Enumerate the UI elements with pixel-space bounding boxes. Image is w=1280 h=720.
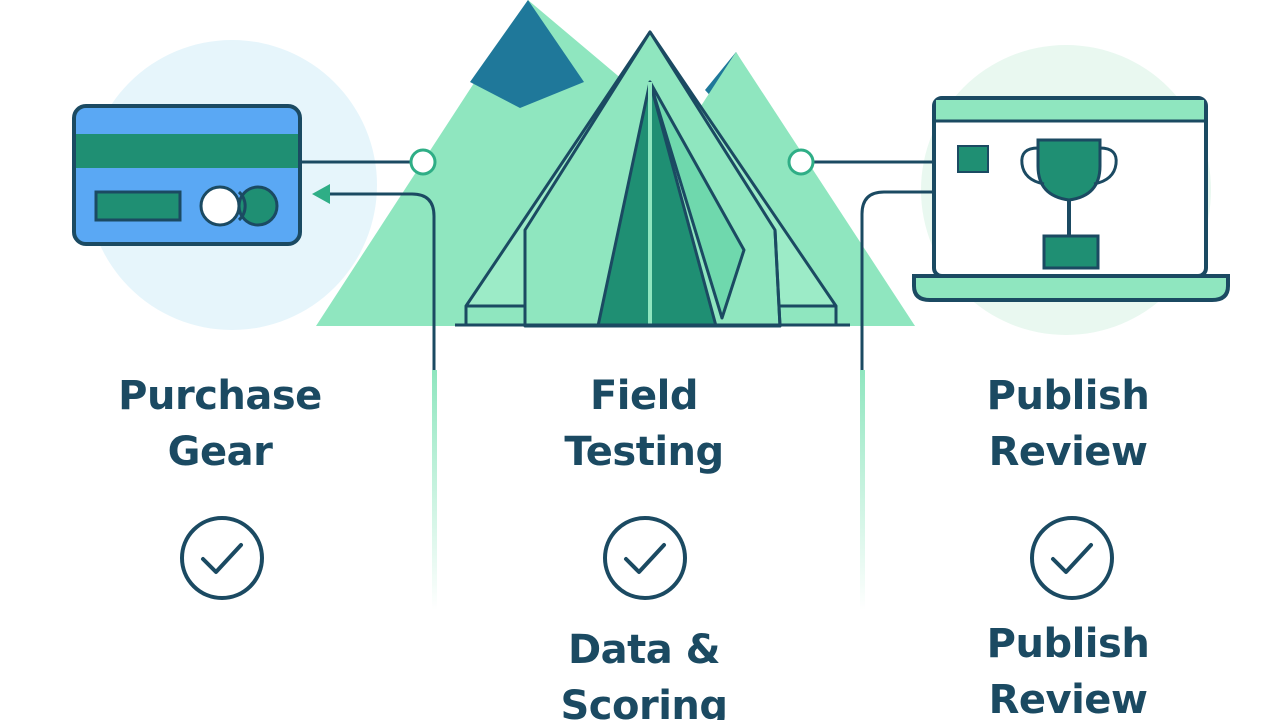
connector-lines (300, 148, 934, 370)
check-circle-icon (603, 516, 687, 600)
step-title-line: Publish (986, 373, 1150, 419)
check-circle-icon (180, 516, 264, 600)
divider-line-left (432, 370, 437, 610)
step-title-line: Field (589, 373, 699, 419)
divider-line-right (860, 370, 865, 610)
step-subtitle-line: Publish (986, 621, 1150, 667)
step-subtitle-line: Review (988, 677, 1148, 720)
tent-icon (455, 30, 850, 328)
step-subtitle-data-scoring: Data & Scoring (494, 622, 794, 720)
step-title-line: Purchase (118, 373, 322, 419)
step-subtitle-publish-review: Publish Review (918, 616, 1218, 720)
step-title-line: Gear (167, 429, 273, 475)
step-subtitle-line: Data & (567, 627, 721, 673)
step-subtitle-line: Scoring (560, 683, 728, 720)
step-title-line: Testing (564, 429, 724, 475)
step-title-line: Review (988, 429, 1148, 475)
step-title-publish-review: Publish Review (918, 368, 1218, 480)
step-title-purchase-gear: Purchase Gear (70, 368, 370, 480)
check-circle-icon (1030, 516, 1114, 600)
credit-card-icon (72, 104, 302, 246)
step-title-field-testing: Field Testing (494, 368, 794, 480)
laptop-trophy-icon (912, 96, 1230, 302)
